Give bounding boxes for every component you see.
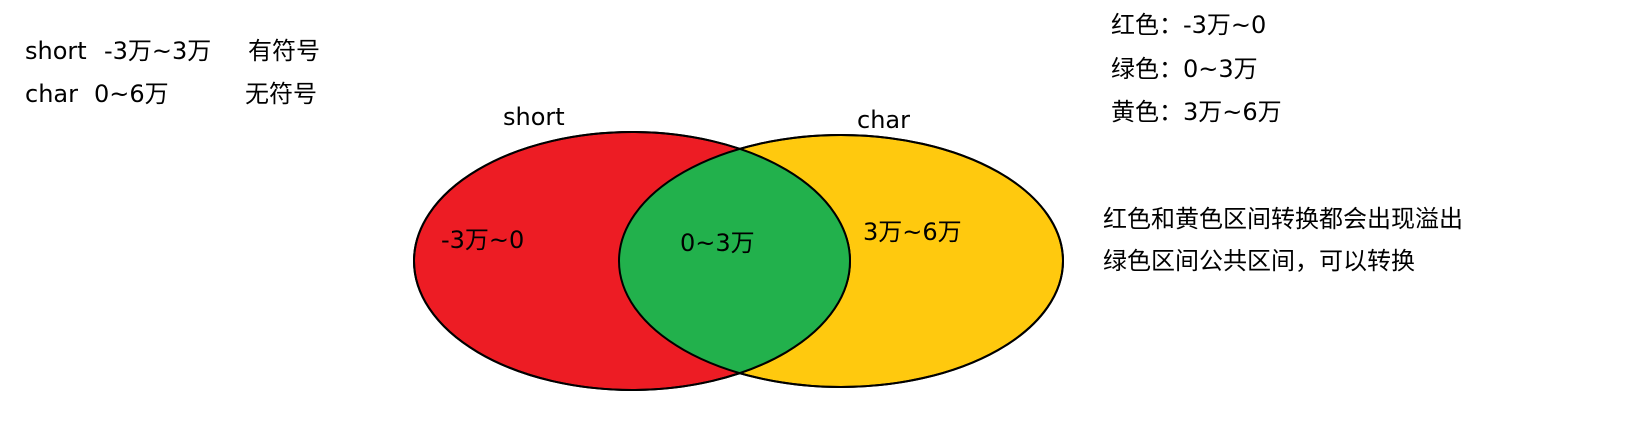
char-set-outline [618,134,1064,388]
char-set-title: char [857,106,910,134]
note-overflow: 红色和黄色区间转换都会出现溢出 [1103,205,1463,233]
legend-yellow: 黄色：3万~6万 [1111,98,1282,126]
short-set-title: short [503,103,565,131]
char-type-sign: 无符号 [245,80,317,108]
legend-green: 绿色：0~3万 [1111,55,1258,83]
note-common-range: 绿色区间公共区间，可以转换 [1103,247,1415,275]
short-only-region-label: -3万~0 [441,226,524,254]
short-type-sign: 有符号 [248,37,320,65]
short-set-outline [413,131,851,391]
short-type-name: short [25,37,87,65]
char-only-region-label: 3万~6万 [863,218,962,246]
short-type-range: -3万~3万 [104,37,212,65]
char-type-range: 0~6万 [94,80,169,108]
char-type-name: char [25,80,78,108]
legend-red: 红色：-3万~0 [1111,11,1267,39]
overlap-region [619,135,850,387]
overlap-region-label: 0~3万 [680,229,755,257]
